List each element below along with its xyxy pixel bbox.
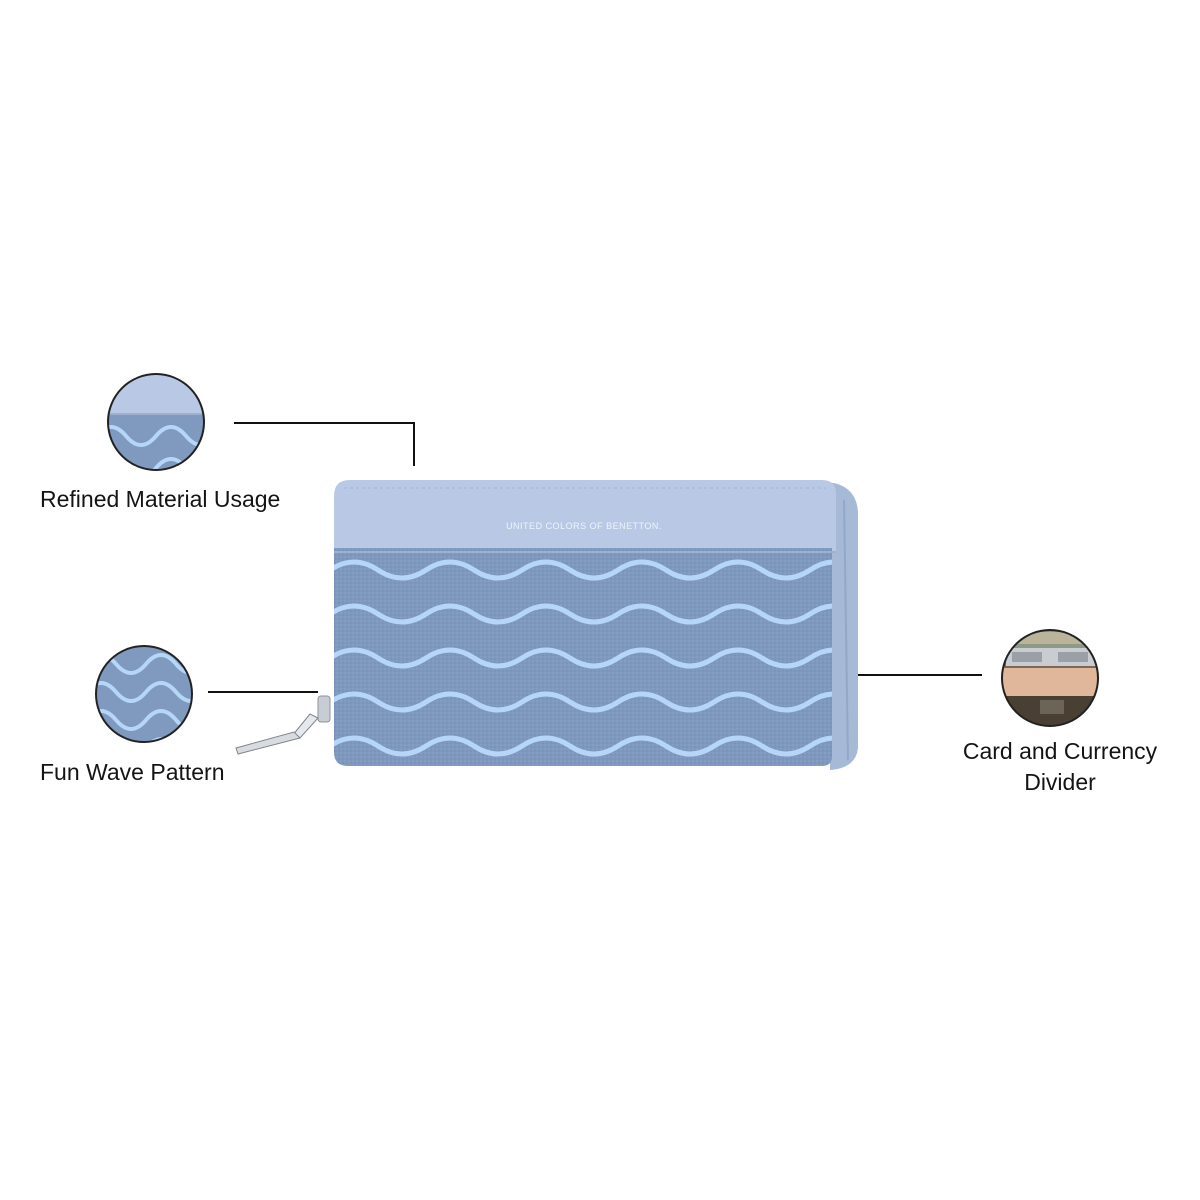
wallet-wave-panel [334, 548, 832, 766]
wallet-top-band [334, 480, 836, 552]
detail-circle-refined [107, 373, 205, 471]
wallet: UNITED COLORS OF BENETTON. [235, 480, 858, 770]
detail-circle-card [1001, 629, 1099, 727]
caption-card-divider: Card and Currency Divider [940, 736, 1180, 798]
caption-wave-pattern: Fun Wave Pattern [40, 759, 225, 785]
detail-circle-wave [95, 645, 193, 743]
zipper-puller [235, 695, 331, 755]
leader-lines [208, 422, 982, 693]
leader-line-refined [234, 422, 415, 466]
caption-refined-material: Refined Material Usage [40, 486, 281, 512]
caption-card-line1: Card and Currency [962, 738, 1158, 764]
wallet-brand-text: UNITED COLORS OF BENETTON. [506, 521, 662, 531]
caption-card-line2: Divider [1024, 769, 1096, 795]
